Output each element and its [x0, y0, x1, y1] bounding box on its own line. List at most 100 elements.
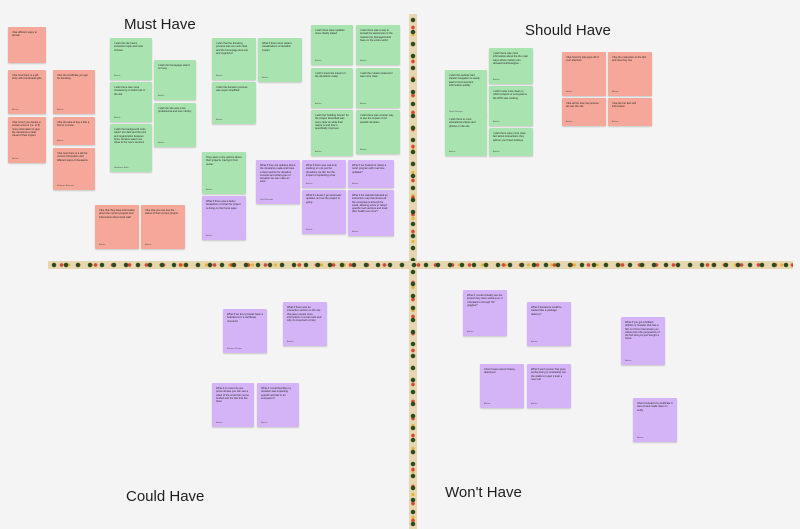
sticky-note[interactable]: I wish there were more clear fact about …: [489, 128, 533, 156]
sticky-text: What if no event do you prove donate you…: [216, 387, 249, 404]
sticky-author: Author: [306, 229, 313, 231]
sticky-note[interactable]: I wish there was more information about …: [489, 48, 533, 84]
sticky-note[interactable]: What if I could virtually see the projec…: [463, 290, 507, 336]
sticky-note[interactable]: What if I could feel like my donation wa…: [257, 383, 299, 427]
sticky-author: Author: [315, 103, 322, 105]
sticky-author: Eleanor Kirsten: [227, 348, 242, 350]
sticky-author: Author: [12, 109, 19, 111]
sticky-author: Author: [612, 91, 619, 93]
sticky-note[interactable]: I like the fun fact with information Aut…: [608, 98, 652, 126]
sticky-text: What if you got a brilliant dolphin or b…: [625, 321, 660, 341]
sticky-text: I wish the site had a consistent style a…: [114, 42, 144, 52]
quadrant-label-wont-have: Won't Have: [445, 484, 522, 501]
sticky-note[interactable]: What if donations could be tracked like …: [527, 302, 571, 346]
sticky-note[interactable]: I like how there is a gift shop with han…: [8, 70, 46, 114]
sticky-note[interactable]: what if instead of a certificate it was …: [633, 398, 677, 442]
sticky-text: what if instead of a certificate it was …: [637, 402, 673, 412]
sticky-author: Author: [99, 244, 106, 246]
sticky-note[interactable]: I wish the background color wasn't too d…: [110, 124, 152, 172]
quadrant-label-must-have: Must Have: [124, 16, 196, 33]
sticky-note[interactable]: What if it doesn't get automatic updates…: [302, 190, 346, 234]
sticky-note[interactable]: What if the website featured an interact…: [348, 190, 394, 236]
sticky-author: Author: [12, 158, 19, 160]
sticky-note[interactable]: What if there was real-time tracking on …: [302, 160, 346, 188]
sticky-text: I wish the background color wasn't too d…: [114, 128, 147, 145]
sticky-note[interactable]: I like the idea of buy a fish a bird or …: [53, 117, 95, 145]
sticky-text: I wish there was more consistency to bui…: [114, 86, 146, 96]
sticky-note[interactable]: I wish the site had a consistent style a…: [110, 38, 152, 80]
sticky-text: I wish that the donating process was as …: [216, 42, 248, 55]
sticky-note[interactable]: What if there were clearer visualization…: [258, 38, 302, 82]
sticky-author: Author: [625, 360, 632, 362]
sticky-text: What if we booked to 'adopt a coral' pro…: [352, 164, 387, 174]
sticky-note[interactable]: I like how there is a tab for: current i…: [53, 148, 95, 190]
sticky-text: What if they are updates about the donat…: [260, 164, 296, 184]
sticky-author: Author: [360, 103, 367, 105]
sticky-note[interactable]: I wish there was a way to spread the awa…: [356, 25, 400, 65]
sticky-author: Author: [206, 235, 213, 237]
sticky-text: I wish there were more clear fact about …: [493, 132, 526, 142]
sticky-note[interactable]: What if they are updates about the donat…: [256, 160, 300, 204]
sticky-note[interactable]: I wish there was a better way to see the…: [356, 110, 400, 154]
sticky-note[interactable]: What if each person that goes scuba divi…: [527, 364, 571, 408]
sticky-note[interactable]: I like how the site pops off of your att…: [562, 52, 606, 96]
sticky-note[interactable]: I wish the site was more professional an…: [154, 103, 196, 147]
sticky-text: I wish there were updates more clearly s…: [315, 29, 345, 36]
sticky-note[interactable]: I wish that the donating process was as …: [212, 38, 256, 80]
sticky-author: Author: [493, 121, 500, 123]
sticky-text: I like how there is a gift shop with han…: [12, 74, 42, 81]
sticky-author: Author: [216, 422, 223, 424]
sticky-note[interactable]: I wish there is more educational videos …: [445, 114, 487, 156]
sticky-text: What if there was a better breakdown of …: [206, 200, 241, 210]
sticky-text: I like that they have information about …: [99, 209, 135, 219]
sticky-author: Author: [467, 331, 474, 333]
sticky-note[interactable]: I like that they have information about …: [95, 205, 139, 249]
sticky-author: Author: [57, 109, 64, 111]
sticky-note[interactable]: What if we let my books have a boarded c…: [223, 309, 267, 353]
sticky-note[interactable]: What if there was a better breakdown of …: [202, 196, 246, 240]
sticky-note[interactable]: I wish the homepage wasn't so busy Autho…: [154, 60, 196, 100]
sticky-note[interactable]: I wish it was more clear on which projec…: [489, 86, 533, 126]
sticky-author: Author: [158, 95, 165, 97]
quadrant-label-could-have: Could Have: [126, 488, 205, 505]
sticky-note[interactable]: They seem more upfront about their proje…: [202, 152, 246, 194]
sticky-author: Nafis Khanyar: [449, 111, 463, 113]
sticky-note[interactable]: What if you got a brilliant dolphin or b…: [621, 317, 665, 365]
sticky-note[interactable]: I wish the website had clearer navigatio…: [445, 70, 487, 116]
sticky-note[interactable]: I wish there were updates more clearly s…: [311, 25, 353, 65]
sticky-author: Author: [449, 151, 456, 153]
sticky-text: I wish the site was more professional an…: [158, 107, 192, 114]
sticky-author: Author: [57, 140, 64, 142]
sticky-text: I like the idea of buy a fish a bird or …: [57, 121, 90, 128]
sticky-note[interactable]: I like the instruction to the fish and h…: [608, 52, 652, 96]
sticky-text: What if it doesn't get automatic updates…: [306, 194, 342, 204]
sticky-note[interactable]: I like that you can see the status of th…: [141, 205, 185, 249]
sticky-author: Author: [216, 75, 223, 77]
sticky-author: Author: [493, 151, 500, 153]
sticky-author: Author: [531, 341, 538, 343]
sticky-text: I like how if you donate a certain amoun…: [12, 121, 41, 138]
sticky-note[interactable]: I like different ways to donate: [8, 27, 46, 63]
sticky-note[interactable]: I wish there was more consistency to bui…: [110, 82, 152, 122]
sticky-text: I wish the donation process was super si…: [216, 86, 248, 93]
sticky-note[interactable]: what if users weren't being destroyed Au…: [480, 364, 524, 408]
sticky-note[interactable]: What if we booked to 'adopt a coral' pro…: [348, 160, 394, 188]
sticky-note[interactable]: What if there was an interactive section…: [283, 302, 327, 346]
sticky-note[interactable]: I wish I knew the impact of the donation…: [311, 68, 353, 108]
sticky-author: Author: [216, 119, 223, 121]
sticky-author: Author: [145, 244, 152, 246]
sticky-text: I wish there is more educational videos …: [449, 118, 476, 128]
sticky-text: I like how there is a tab for: current i…: [57, 152, 88, 162]
sticky-note[interactable]: I like the certificate you get for donat…: [53, 70, 95, 114]
sticky-note[interactable]: I like how if you donate a certain amoun…: [8, 117, 46, 163]
sticky-note[interactable]: I wish the mission statement was more cl…: [356, 68, 400, 108]
sticky-note[interactable]: What if no event do you prove donate you…: [212, 383, 254, 427]
sticky-note[interactable]: I wish the 'building homes' for the proj…: [311, 110, 353, 156]
sticky-note[interactable]: I wish the donation process was super si…: [212, 82, 256, 124]
sticky-text: I like different ways to donate: [12, 31, 37, 38]
sticky-text: What if I could feel like my donation wa…: [261, 387, 292, 400]
sticky-note[interactable]: I like all the time the pictures all ove…: [562, 98, 606, 126]
sticky-text: What if each person that goes scuba divi…: [531, 368, 566, 381]
horizontal-divider-strip: [48, 261, 793, 269]
